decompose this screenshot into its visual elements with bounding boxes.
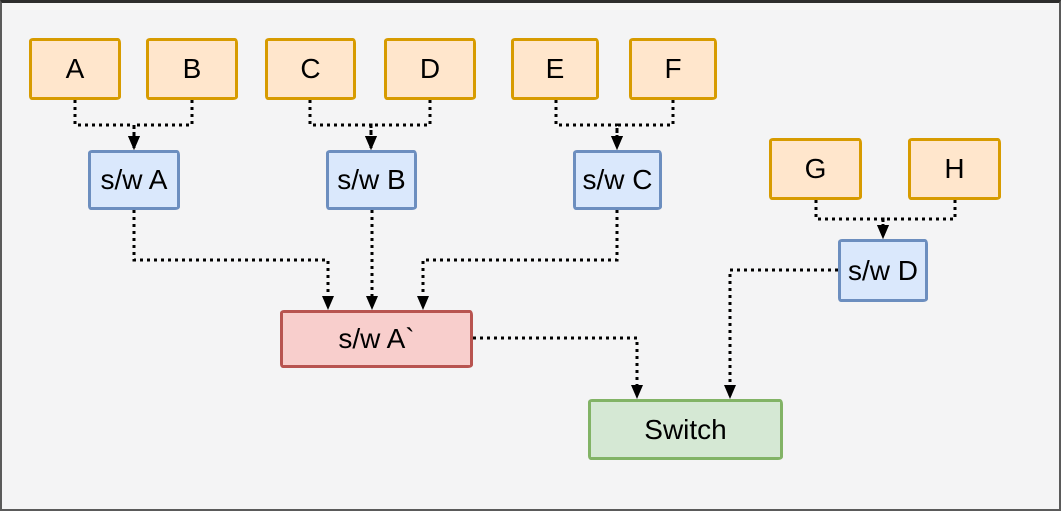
edge-e-to-sw-c[interactable] [554, 100, 623, 150]
node-switch-core[interactable]: Switch [588, 399, 783, 460]
node-host-e[interactable]: E [511, 38, 599, 100]
node-switch-sw-b[interactable]: s/w B [326, 150, 417, 210]
node-label-e: E [545, 53, 565, 84]
node-switch-sw-d[interactable]: s/w D [838, 239, 928, 302]
node-label-h: H [944, 153, 965, 184]
node-switch-sw-a[interactable]: s/w A [88, 150, 180, 210]
edge-f-to-sw-c[interactable] [611, 100, 675, 150]
node-label-c: C [300, 53, 321, 84]
node-label-switch: Switch [644, 413, 727, 445]
edge-sw-a-prime-to-switch[interactable] [473, 336, 643, 399]
node-host-h[interactable]: H [908, 138, 1001, 200]
node-host-f[interactable]: F [629, 38, 717, 100]
node-host-b[interactable]: B [146, 38, 238, 100]
edge-b-to-sw-a[interactable] [128, 100, 194, 150]
node-label-f: F [664, 53, 682, 84]
edge-sw-a-to-sw-a-prime[interactable] [132, 210, 334, 310]
node-host-a[interactable]: A [29, 38, 121, 100]
node-label-sw-d: s/w D [848, 254, 918, 286]
edge-sw-c-to-sw-a-prime[interactable] [417, 210, 619, 310]
node-label-sw-c: s/w C [582, 164, 653, 195]
node-label-b: B [182, 53, 202, 84]
node-label-d: D [419, 53, 441, 84]
node-label-a: A [65, 53, 85, 84]
edge-a-to-sw-a[interactable] [73, 100, 140, 150]
node-label-sw-a: s/w A [100, 164, 168, 195]
node-label-sw-b: s/w B [337, 164, 406, 195]
node-label-sw-a-prime: s/w A` [338, 323, 415, 354]
edge-c-to-sw-b[interactable] [308, 100, 377, 150]
node-host-c[interactable]: C [265, 38, 356, 100]
edge-d-to-sw-b[interactable] [365, 100, 432, 150]
node-host-d[interactable]: D [384, 38, 476, 100]
edge-h-to-sw-d[interactable] [877, 200, 957, 239]
node-host-g[interactable]: G [769, 138, 862, 200]
node-label-g: G [804, 153, 827, 184]
node-switch-sw-a-prime[interactable]: s/w A` [280, 310, 473, 368]
node-switch-sw-c[interactable]: s/w C [573, 150, 662, 210]
edge-g-to-sw-d[interactable] [814, 200, 889, 239]
edge-sw-d-to-switch[interactable] [724, 268, 838, 399]
